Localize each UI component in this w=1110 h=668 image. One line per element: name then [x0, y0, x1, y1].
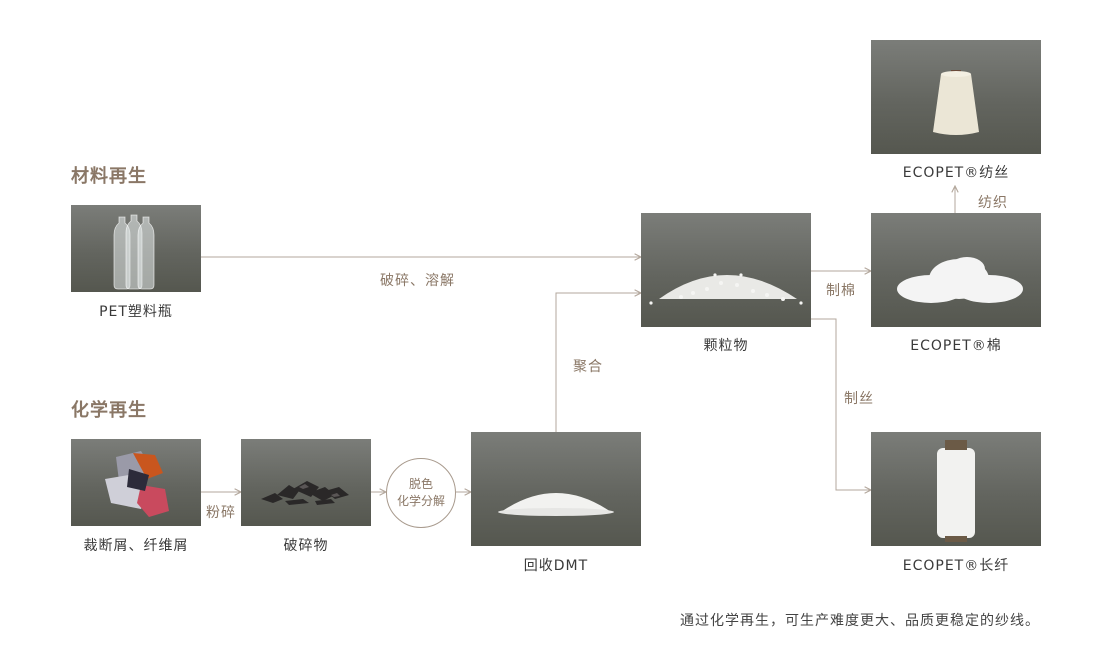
recycled-dmt-caption: 回收DMT	[523, 558, 589, 574]
footnote: 通过化学再生，可生产难度更大、品质更稳定的纱线。	[680, 613, 1040, 629]
ecopet-filament-photo	[871, 432, 1041, 546]
decolor-label: 脱色	[408, 477, 433, 491]
fabric-scraps-caption: 裁断屑、纤维屑	[83, 538, 189, 554]
arrow-dmt-to-pellets	[555, 293, 641, 432]
edge-label-make-filament: 制丝	[844, 391, 874, 407]
pellets-photo	[641, 213, 811, 327]
pellets-caption: 颗粒物	[703, 338, 749, 354]
edge-label-spinning: 纺织	[978, 195, 1008, 211]
edge-label-crush-dissolve: 破碎、溶解	[380, 273, 455, 289]
decolor-decompose-process-node: 脱色 化学分解	[386, 458, 456, 528]
recycled-dmt-photo	[471, 432, 641, 546]
fabric-scraps-photo	[71, 439, 201, 526]
pet-bottle-photo	[71, 205, 201, 292]
edge-label-polymerize: 聚合	[573, 359, 603, 375]
crushed-material-photo	[241, 439, 371, 526]
edge-label-make-cotton: 制棉	[826, 283, 856, 299]
section-title-material: 材料再生	[71, 166, 147, 187]
crushed-material-caption: 破碎物	[283, 538, 329, 554]
chem-decompose-label: 化学分解	[396, 494, 445, 508]
ecopet-filament-caption: ECOPET®长纤	[902, 558, 1010, 574]
ecopet-spun-yarn-photo	[871, 40, 1041, 154]
section-title-chemical: 化学再生	[71, 400, 147, 421]
ecopet-cotton-photo	[871, 213, 1041, 327]
arrow-pellets-to-filament	[811, 318, 871, 490]
ecopet-cotton-caption: ECOPET®棉	[910, 338, 1002, 354]
pet-bottle-caption: PET塑料瓶	[99, 304, 173, 320]
edge-label-pulverize: 粉碎	[206, 505, 236, 521]
ecopet-spun-yarn-caption: ECOPET®纺丝	[902, 165, 1010, 181]
